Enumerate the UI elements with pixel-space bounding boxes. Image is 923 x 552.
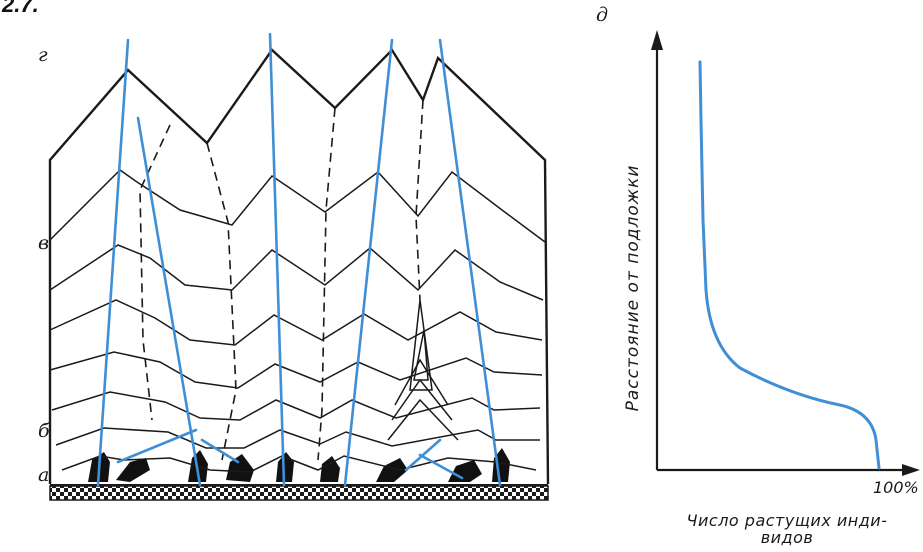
- growth-axis: [404, 438, 442, 472]
- nucleus: [448, 460, 482, 482]
- panel-label-d: д: [596, 4, 609, 26]
- growth-axis: [200, 438, 240, 464]
- growth-axis: [96, 38, 130, 487]
- nuclei-group: [88, 448, 510, 482]
- zone-label-g: г: [38, 44, 48, 66]
- grain-boundaries: [139, 99, 424, 461]
- x-axis-end-label: 100%: [873, 478, 919, 497]
- nucleus: [226, 454, 254, 482]
- nucleus: [320, 456, 340, 482]
- x-axis-label: Число растущих инди- видов: [652, 512, 922, 546]
- growth-axis: [438, 38, 502, 487]
- x-axis-label-line2: видов: [760, 528, 814, 547]
- x-axis-arrow: [902, 464, 920, 476]
- substrate: [49, 485, 549, 501]
- growth-axis: [343, 38, 394, 487]
- figure-number: 2.7.: [2, 0, 39, 17]
- nucleus: [376, 458, 408, 482]
- y-axis-label: Расстояние от подложки: [623, 164, 643, 412]
- growth-axis: [418, 453, 464, 480]
- nucleus: [116, 458, 150, 482]
- growth-axis: [268, 32, 286, 487]
- zone-label-b: б: [38, 420, 50, 442]
- population-curve: [698, 60, 881, 470]
- plot-axes: [651, 30, 920, 476]
- growth-axis: [136, 116, 202, 487]
- zone-label-v: в: [38, 232, 50, 254]
- y-axis-arrow: [651, 30, 663, 50]
- growth-axes: [96, 32, 502, 487]
- growth-axis: [116, 428, 198, 464]
- x-axis-label-line1: Число растущих инди-: [686, 511, 888, 530]
- zone-label-a: а: [38, 464, 50, 486]
- growth-layers: [49, 169, 546, 473]
